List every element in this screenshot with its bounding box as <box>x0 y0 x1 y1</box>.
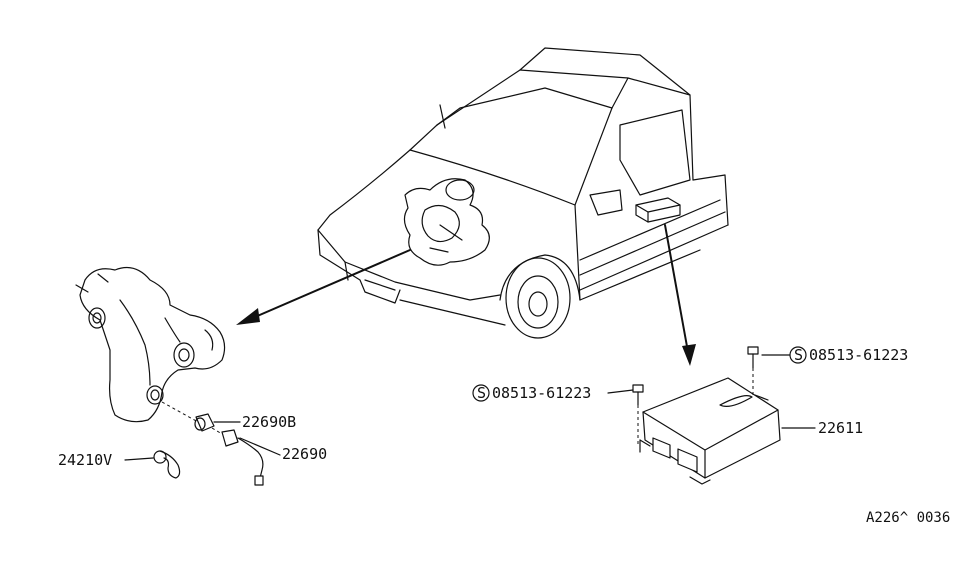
part-number-sensor-boss: 22690B <box>242 413 296 431</box>
s-symbol-circle <box>472 384 490 402</box>
part-number-control-unit: 22611 <box>818 419 863 437</box>
arrow-to-control-unit <box>664 224 696 366</box>
s-symbol: S <box>794 346 803 364</box>
s-symbol: S <box>477 384 486 402</box>
part-number-oxygen-sensor: 22690 <box>282 445 327 463</box>
figure-reference: A226^ 0036 <box>866 510 950 526</box>
sensor-guide-line <box>161 401 199 423</box>
leader-oxygen-sensor <box>239 437 281 456</box>
screw-left <box>632 384 644 406</box>
leader-screw-left <box>607 389 634 394</box>
label-screw-left: S 08513-61223 <box>472 384 591 402</box>
control-unit <box>639 377 781 485</box>
part-number-screw-right: 08513-61223 <box>809 346 908 364</box>
part-number-screw-left: 08513-61223 <box>492 384 591 402</box>
exhaust-manifold <box>75 267 226 423</box>
arrow-to-manifold <box>236 249 411 325</box>
part-number-harness-clip: 24210V <box>58 451 112 469</box>
car-illustration <box>317 47 729 339</box>
s-symbol-circle <box>789 346 807 364</box>
sensor-boss <box>194 413 215 432</box>
leader-harness-clip <box>124 457 154 461</box>
screw-right <box>747 346 759 369</box>
oxygen-sensor <box>221 429 264 486</box>
sensor-guide-line-2 <box>211 427 223 435</box>
harness-clip <box>153 450 181 479</box>
label-screw-right: S 08513-61223 <box>789 346 908 364</box>
